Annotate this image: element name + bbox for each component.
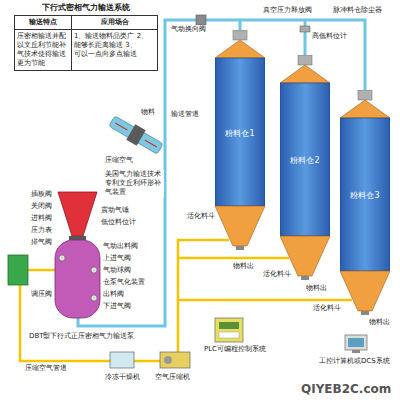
part-label: 活化料斗: [262, 270, 292, 279]
node-text: 应用场合: [74, 18, 155, 27]
part-label: 气动球阀: [102, 266, 132, 275]
part-label: 震动气锤: [100, 206, 130, 215]
part-label: 活化料斗: [186, 212, 216, 221]
node-text: 压密相输送并配以文丘利节能补气技术使得输送更为节能: [17, 32, 69, 68]
part-label: 低位料位计: [100, 218, 137, 227]
silo-outlet: [301, 276, 309, 280]
silo-roof: [280, 65, 330, 83]
pump-vessel: [55, 240, 100, 318]
part-label: 上进气阀: [102, 254, 132, 263]
part-label: 进料阀: [30, 214, 53, 223]
silo-roof: [215, 40, 265, 58]
part-label: 真空压力释放阀: [262, 6, 313, 15]
node-text: 1、输送物料品类广 2、能够长距离输送 3、可以一点向多点输送: [74, 32, 155, 59]
valve-symbol: [91, 295, 97, 301]
part-label: 排气阀: [30, 238, 53, 247]
part-label: 物料: [140, 108, 156, 117]
silo-outline: [280, 55, 330, 280]
part-label: 冷冻干燥机: [104, 373, 141, 382]
part-label: 仓泵气化装置: [102, 278, 146, 287]
part-label: 输送管道: [170, 110, 200, 119]
node-text: 输送特点: [17, 18, 69, 27]
table-title: 下行式密相气力输送系统: [14, 2, 158, 13]
silo: 粉料仓1: [215, 30, 265, 250]
plc-panel: [219, 332, 239, 338]
plc-panel: [219, 322, 239, 329]
diverter-valve: [196, 15, 206, 25]
feed-valve: [69, 236, 86, 240]
table-cell: 压密相输送并配以文丘利节能补气技术使得输送更为节能: [14, 29, 72, 71]
feature-table: 下行式密相气力输送系统输送特点应用场合压密相输送并配以文丘利节能补气技术使得输送…: [14, 2, 158, 71]
part-label: 压缩空气: [104, 156, 134, 165]
venturi-device: [107, 113, 164, 157]
silo-outlet: [361, 311, 369, 315]
silo-cone: [215, 206, 265, 246]
valve-symbol: [91, 267, 97, 273]
dust-collector: [298, 55, 312, 65]
computer-stand: [352, 350, 360, 353]
part-label: 空气压缩机: [154, 373, 191, 382]
plc-cabinet: [215, 318, 243, 342]
computer-icon: [345, 335, 367, 350]
dust-collector: [358, 90, 372, 100]
computer-screen: [348, 338, 364, 347]
node-text: 粉料仓3: [340, 191, 390, 201]
regulator-box: [8, 255, 28, 285]
part-label: DBT型下行式正压密相气力输送泵: [28, 332, 135, 341]
part-label: 调压阀: [30, 290, 53, 299]
part-label: 物料出: [305, 284, 328, 293]
silo-outline: [340, 90, 390, 315]
part-label: 气动出料阀: [102, 242, 139, 251]
silo-body: [340, 118, 390, 271]
watermark: QIYEB2C.com: [300, 382, 392, 396]
compressor-wheel: [164, 356, 172, 364]
part-label: 出料阀: [102, 290, 125, 299]
part-label: 美国气力输送技术专利文丘利环形补气装置: [104, 170, 164, 197]
silo: 粉料仓3: [340, 90, 390, 315]
compressor-icon: [160, 352, 190, 368]
feed-hopper: [58, 192, 97, 236]
table-header: 应用场合: [71, 15, 158, 30]
part-label: 活化料斗: [312, 304, 342, 313]
part-label: 高低料位计: [311, 32, 348, 41]
silo-cone: [340, 271, 390, 311]
part-label: 下进气阀: [102, 302, 132, 311]
part-label: 气动换向阀: [170, 25, 207, 34]
table-cell: 1、输送物料品类广 2、能够长距离输送 3、可以一点向多点输送: [71, 29, 158, 71]
dryer-icon: [110, 352, 134, 368]
part-label: 插板阀: [30, 190, 53, 199]
silo: 粉料仓2: [280, 55, 330, 280]
valve-symbol: [59, 255, 65, 261]
part-label: 关闭阀: [30, 202, 53, 211]
part-label: PLC可编程控制系统: [203, 345, 267, 354]
relief-valve: [300, 26, 310, 32]
silo-body: [280, 83, 330, 236]
node-text: 粉料仓2: [280, 156, 330, 166]
part-label: 工控计算机或DCS系统: [318, 357, 391, 366]
silo-outlet: [236, 246, 244, 250]
part-label: 物料出: [368, 318, 391, 327]
part-label: 压力表: [30, 226, 53, 235]
part-label: 物料出: [232, 262, 255, 271]
part-label: 压缩空气管道: [24, 364, 68, 373]
node-text: 粉料仓1: [215, 129, 265, 139]
part-label: 脉冲料仓除尘器: [332, 6, 383, 15]
table-header: 输送特点: [14, 15, 72, 30]
dust-collector: [233, 30, 247, 40]
silo-roof: [340, 100, 390, 118]
silo-body: [215, 58, 265, 206]
silo-outline: [215, 30, 265, 250]
